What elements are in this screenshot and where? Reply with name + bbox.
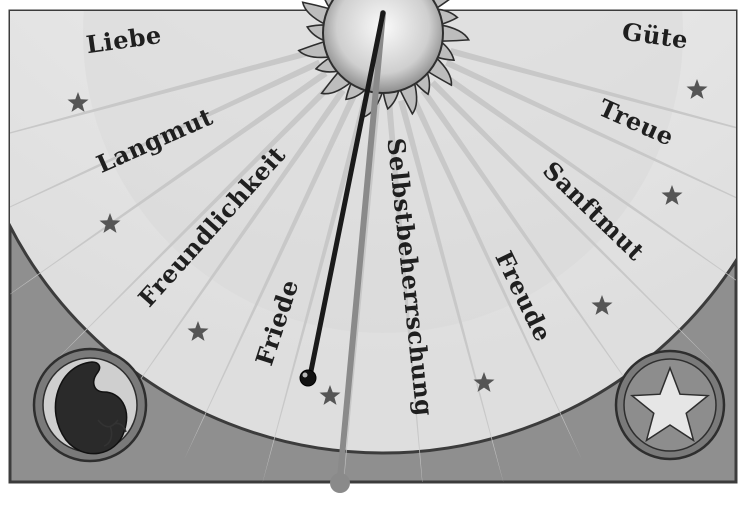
seed-sprout-icon xyxy=(34,349,146,461)
star-badge-icon xyxy=(616,351,724,459)
black-pointer-knob xyxy=(300,370,316,386)
gray-pointer-knob xyxy=(330,473,350,493)
